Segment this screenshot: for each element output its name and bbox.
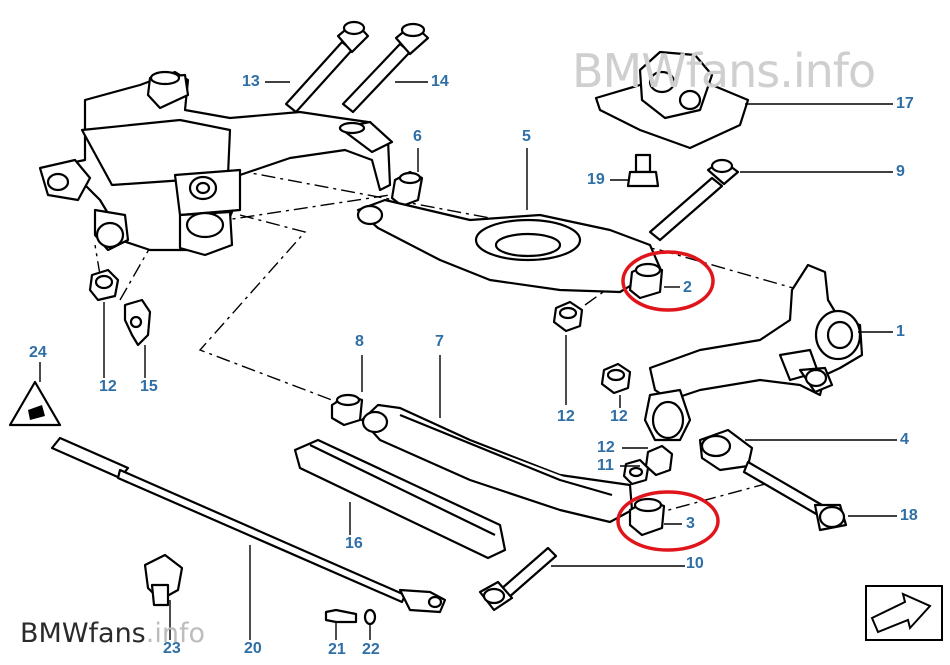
callout-9[interactable]: 9 [896, 163, 905, 180]
callout-17[interactable]: 17 [896, 95, 914, 112]
screw-21 [324, 608, 358, 624]
alignment-lines [94, 169, 801, 516]
washer-22 [363, 608, 377, 626]
highlight-ring-2 [621, 250, 715, 312]
callout-24[interactable]: 24 [29, 344, 47, 361]
callout-7[interactable]: 7 [435, 333, 444, 350]
watermark-top: BMWfans.info [572, 44, 876, 98]
nut-12-right [600, 362, 632, 395]
callout-6[interactable]: 6 [413, 128, 422, 145]
callout-11[interactable]: 11 [597, 457, 614, 474]
bushing-8 [330, 393, 364, 427]
callout-3[interactable]: 3 [686, 515, 695, 532]
leader-lines [39, 81, 897, 640]
callout-19[interactable]: 19 [587, 171, 605, 188]
callout-22[interactable]: 22 [362, 641, 380, 658]
callout-20[interactable]: 20 [244, 640, 262, 657]
wheel-carrier-1 [643, 263, 864, 442]
nut-12-mid [552, 300, 584, 333]
callout-14[interactable]: 14 [431, 73, 449, 90]
trailing-arm-7 [360, 403, 634, 524]
watermark-bottom-brand: BMWfans [20, 618, 146, 649]
cover-16 [293, 438, 507, 560]
nut-11 [622, 458, 650, 486]
bolt-10 [478, 546, 558, 612]
bushing-6 [390, 170, 424, 208]
callout-10[interactable]: 10 [686, 555, 704, 572]
callout-1[interactable]: 1 [896, 323, 905, 340]
bushing-3 [628, 497, 666, 537]
nut-12-left [88, 268, 120, 302]
axle-carrier [38, 70, 394, 257]
watermark-bottom-suffix: .info [145, 618, 205, 649]
cable-20 [50, 436, 447, 614]
callout-2[interactable]: 2 [683, 279, 692, 296]
clip-15 [123, 298, 152, 347]
callout-8[interactable]: 8 [355, 333, 364, 350]
bolt-18 [813, 503, 848, 532]
direction-arrow-icon [865, 585, 943, 641]
bolt-9 [648, 158, 740, 242]
callout-5[interactable]: 5 [522, 128, 531, 145]
bolt-14 [341, 22, 430, 114]
clip-23 [143, 553, 184, 607]
callout-13[interactable]: 13 [242, 73, 260, 90]
bolt-19 [626, 153, 660, 188]
highlight-ring-3 [616, 490, 720, 552]
callout-23[interactable]: 23 [163, 640, 181, 657]
callout-21[interactable]: 21 [328, 641, 346, 658]
callout-15[interactable]: 15 [140, 378, 158, 395]
callout-4[interactable]: 4 [900, 431, 909, 448]
wishbone-5 [356, 198, 662, 294]
callout-12-lower[interactable]: 12 [597, 439, 615, 456]
callout-12-mid[interactable]: 12 [557, 408, 575, 425]
nut-12-lower [644, 444, 674, 477]
bolt-13 [284, 20, 370, 114]
callout-18[interactable]: 18 [900, 507, 918, 524]
callout-12-left[interactable]: 12 [99, 378, 117, 395]
bushing-2 [628, 262, 664, 300]
callout-16[interactable]: 16 [345, 535, 363, 552]
watermark-bottom: BMWfans.info [20, 618, 205, 649]
mount-17 [594, 50, 750, 150]
callout-12-right[interactable]: 12 [610, 408, 628, 425]
guide-rod-4 [698, 428, 824, 517]
warning-triangle-icon [8, 380, 62, 427]
